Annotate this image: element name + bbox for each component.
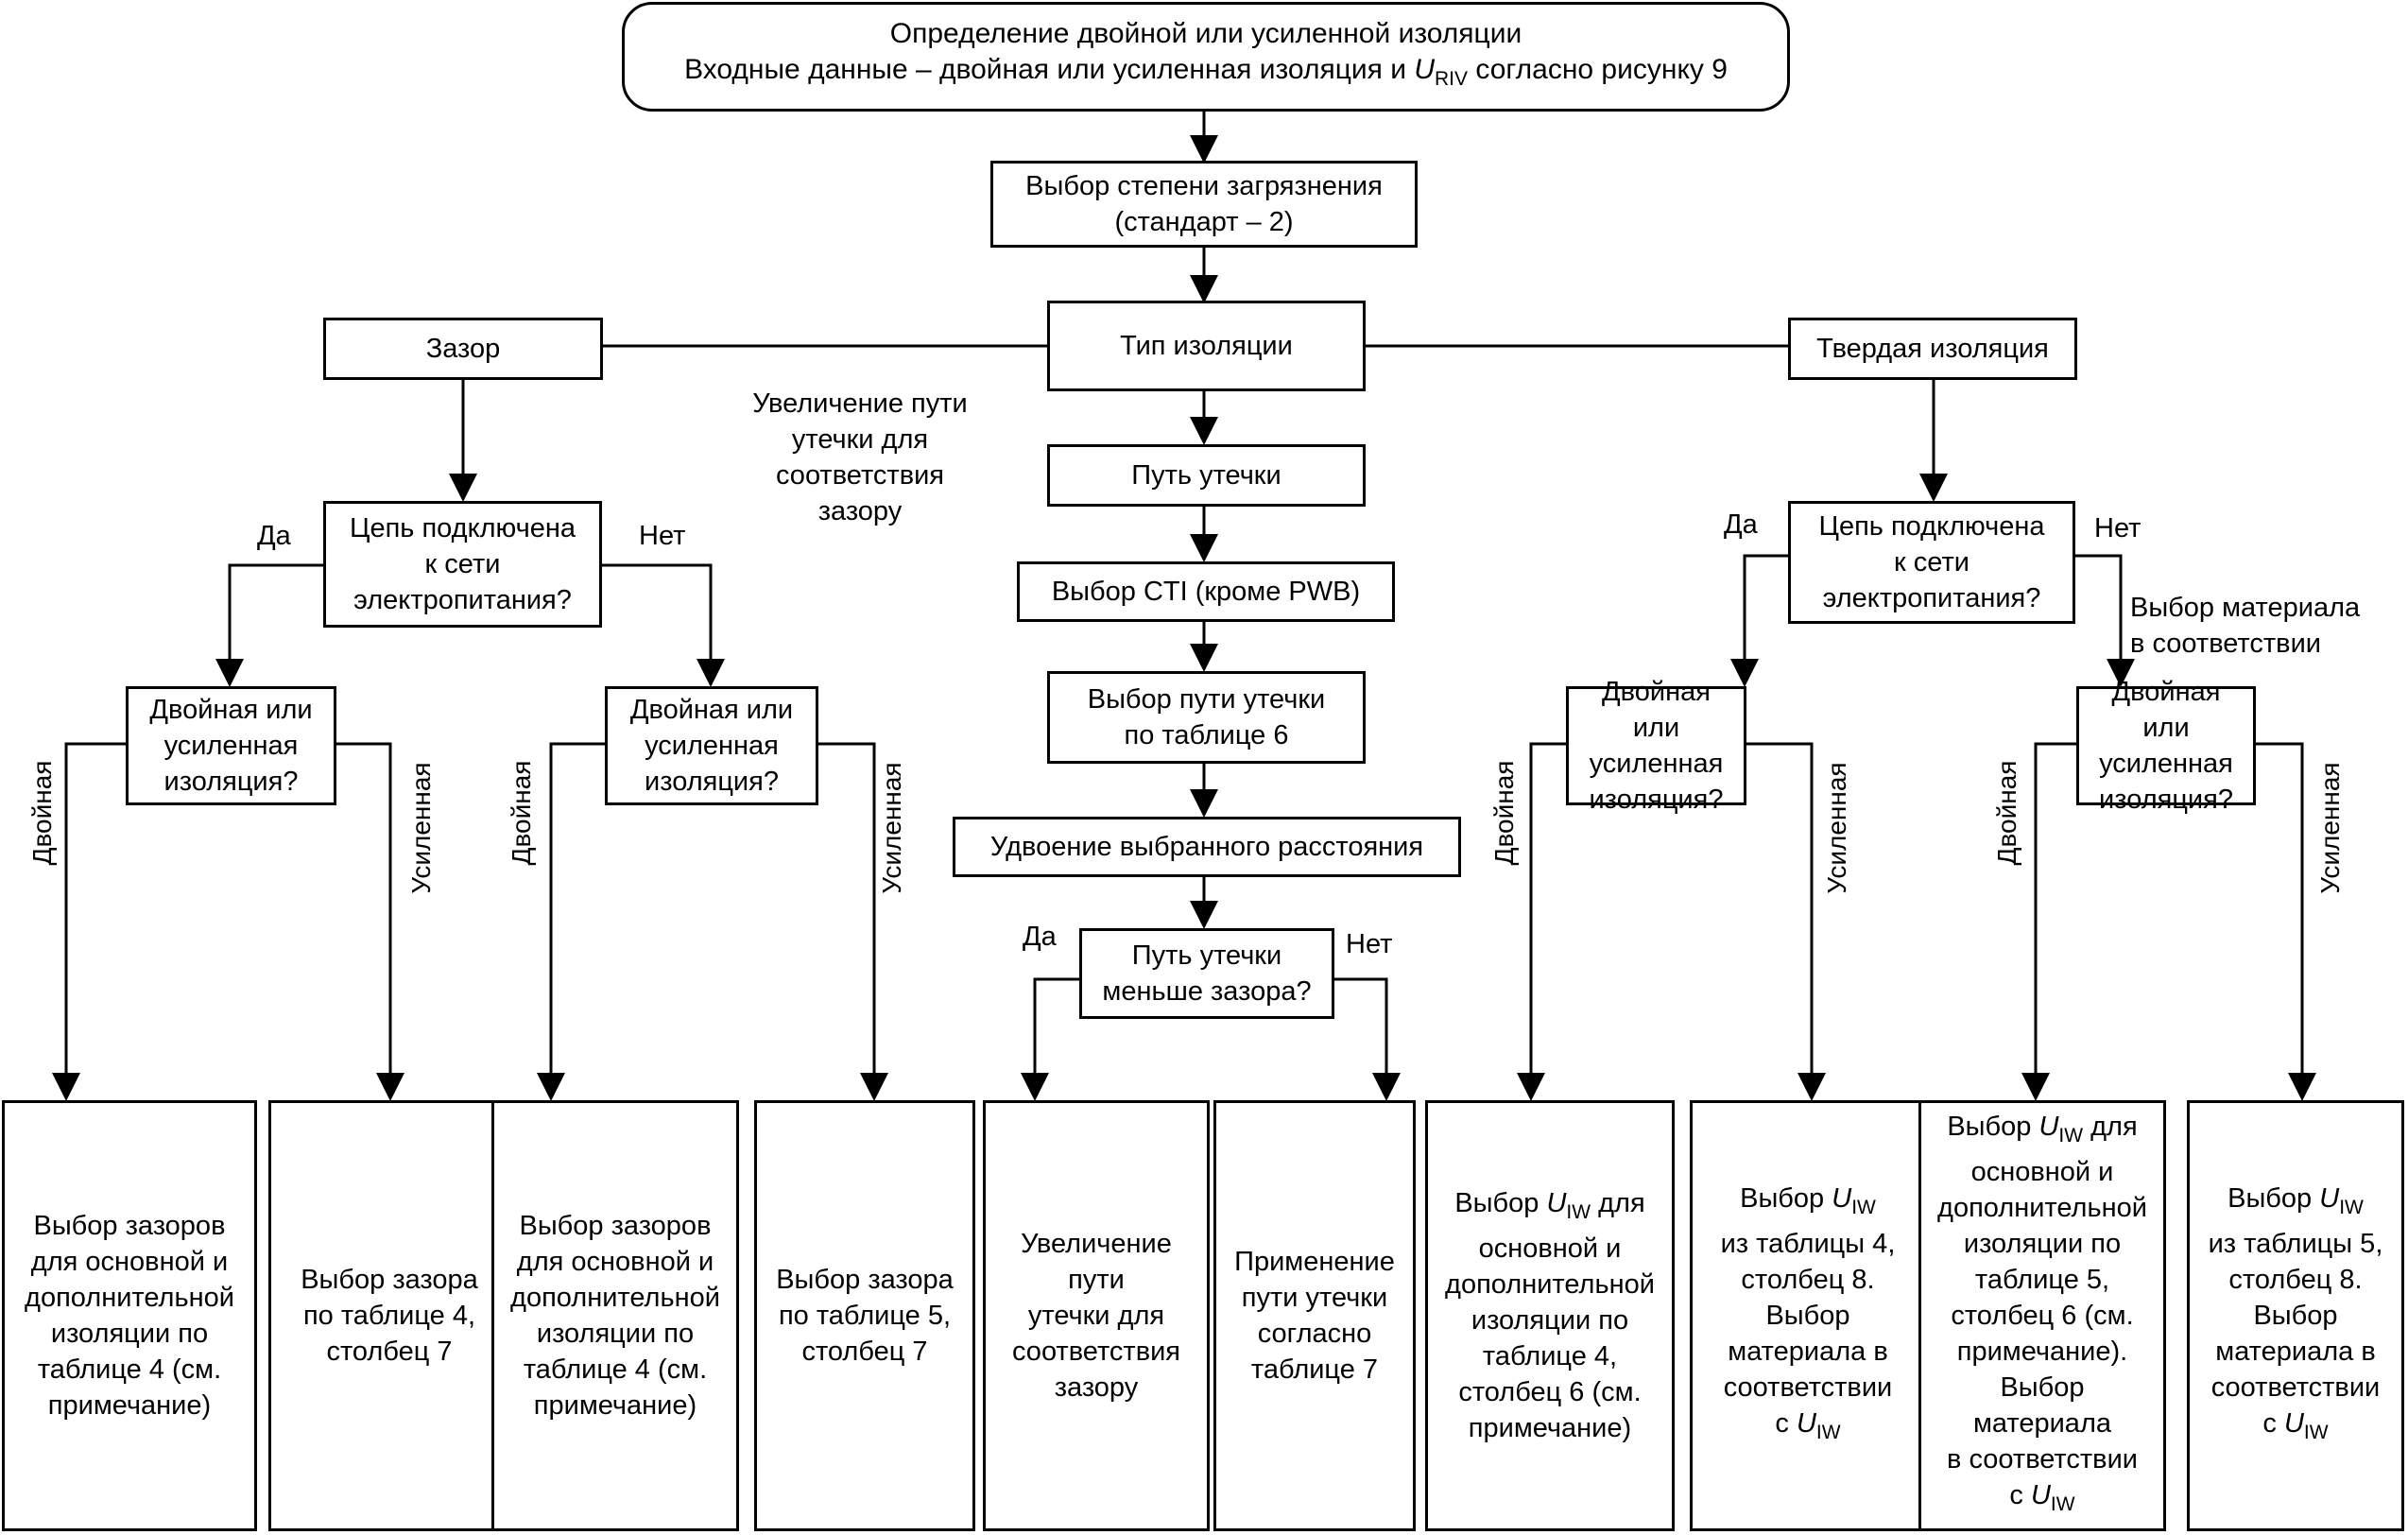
arrow-mains-right-yes [1730,554,1788,687]
insulation-type-box: Тип изоляции [1047,301,1366,391]
arrow-dr1-double [52,742,126,1101]
double-label-2: Двойная [507,760,536,866]
arrow-dr3-double [1517,742,1566,1101]
arrow-dr4-reinf [2256,742,2316,1101]
pollution-box: Выбор степени загрязнения(стандарт – 2) [990,161,1418,248]
arrow-dr4-double [2021,742,2076,1101]
arrow-less-no [1334,977,1401,1101]
arrow-dr2-reinf [818,742,888,1101]
no-label-left: Нет [639,521,686,551]
no-label-right: Нет [2094,513,2141,543]
arrow-dr3-reinf [1746,742,1826,1101]
start-node: Определение двойной или усиленной изоляц… [622,2,1790,112]
creepage-box: Путь утечки [1047,444,1366,507]
reinforced-label-4: Усиленная [2315,762,2345,894]
no-label-center: Нет [1346,929,1393,959]
arrow-mains-left-yes [215,563,323,687]
doubling-box: Удвоение выбранного расстояния [953,817,1461,877]
arrow-dr1-reinf [336,742,404,1101]
double-label-1: Двойная [27,760,57,866]
start-line-1: Определение двойной или усиленной изоляц… [889,18,1522,49]
double-label-3: Двойная [1489,760,1519,866]
cti-box: Выбор CTI (кроме PWB) [1017,561,1395,622]
reinforced-label-2: Усиленная [877,762,906,894]
arrow-less-yes [1021,977,1079,1101]
double-label-4: Двойная [1992,760,2021,866]
yes-label-right: Да [1724,509,1758,540]
arrow-mains-left-no [602,563,725,687]
reinforced-label-3: Усиленная [1822,762,1851,894]
yes-label-left: Да [257,521,291,551]
yes-label-center: Да [1023,922,1057,952]
arrow-mains-right-no [2075,554,2135,687]
reinforced-label-1: Усиленная [406,762,436,894]
solid-insulation-box: Твердая изоляция [1788,318,2077,380]
clearance-box: Зазор [323,318,603,380]
start-line-2: Входные данные – двойная или усиленная и… [684,54,1728,90]
arrow-dr2-double [537,742,605,1101]
